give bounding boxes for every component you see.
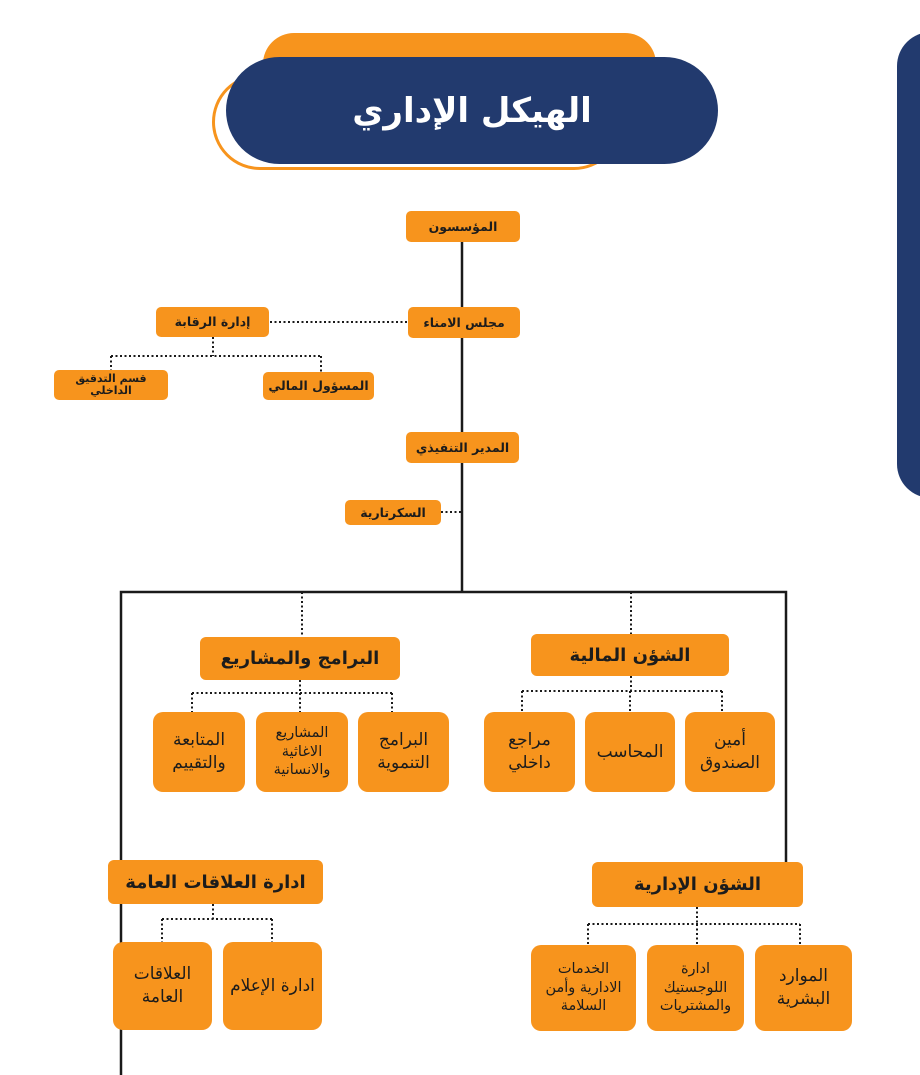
admin-services-safety-label: الخدمات الادارية وأمن السلامة (545, 960, 622, 1015)
relief-projects-box: المشاريع الاغاثية والانسانية (256, 712, 348, 792)
relief-projects-label: المشاريع الاغاثية والانسانية (273, 724, 331, 779)
logistics-procurement-label: ادارة اللوجستيك والمشتريات (659, 960, 732, 1015)
administrative-affairs-label: الشؤن الإدارية (633, 874, 762, 895)
internal-reviewer-label: مراجع داخلي (508, 730, 551, 773)
monitoring-evaluation-box: المتابعة والتقييم (153, 712, 245, 792)
media-management-box: ادارة الإعلام (223, 942, 322, 1030)
administrative-affairs-box: الشؤن الإدارية (592, 862, 803, 907)
internal-reviewer-box: مراجع داخلي (484, 712, 575, 792)
public-relations-label: ادارة العلاقات العامة (125, 871, 306, 893)
board-label: مجلس الامناء (423, 314, 505, 330)
executive-director-label: المدير التنفيذي (415, 439, 510, 455)
public-relations-box: ادارة العلاقات العامة (108, 860, 323, 904)
accountant-label: المحاسب (596, 741, 664, 762)
financial-affairs-box: الشؤن المالية (531, 634, 729, 676)
admin-services-safety-box: الخدمات الادارية وأمن السلامة (531, 945, 636, 1031)
treasurer-box: أمين الصندوق (685, 712, 775, 792)
financial-officer-box: المسؤول المالي (263, 372, 374, 400)
founders-label: المؤسسون (428, 218, 498, 234)
human-resources-label: الموارد البشرية (776, 966, 831, 1009)
accountant-box: المحاسب (585, 712, 675, 792)
programs-projects-box: البرامج والمشاريع (200, 637, 400, 680)
side-decoration-bar (897, 32, 920, 498)
treasurer-label: أمين الصندوق (699, 730, 761, 773)
programs-projects-label: البرامج والمشاريع (220, 648, 380, 669)
development-programs-box: البرامج التنموية (358, 712, 449, 792)
oversight-box: إدارة الرقابة (156, 307, 269, 337)
general-relations-label: العلاقات العامة (133, 964, 192, 1007)
financial-officer-label: المسؤول المالي (268, 378, 369, 394)
financial-affairs-label: الشؤن المالية (569, 644, 691, 666)
oversight-label: إدارة الرقابة (174, 314, 251, 330)
title-banner: الهيكل الإداري (226, 57, 718, 164)
page-title: الهيكل الإداري (352, 90, 592, 131)
development-programs-label: البرامج التنموية (377, 730, 430, 773)
monitoring-evaluation-label: المتابعة والتقييم (172, 730, 226, 773)
human-resources-box: الموارد البشرية (755, 945, 852, 1031)
branch-frame-line (119, 590, 788, 1075)
logistics-procurement-box: ادارة اللوجستيك والمشتريات (647, 945, 744, 1031)
media-management-label: ادارة الإعلام (230, 975, 315, 996)
executive-director-box: المدير التنفيذي (406, 432, 519, 463)
founders-box: المؤسسون (406, 211, 520, 242)
general-relations-box: العلاقات العامة (113, 942, 212, 1030)
secretariat-label: السكرتارية (360, 504, 426, 520)
internal-audit-box: قسم التدقيق الداخلي (54, 370, 168, 400)
secretariat-box: السكرتارية (345, 500, 441, 525)
board-box: مجلس الامناء (408, 307, 520, 338)
internal-audit-label: قسم التدقيق الداخلي (75, 372, 147, 397)
